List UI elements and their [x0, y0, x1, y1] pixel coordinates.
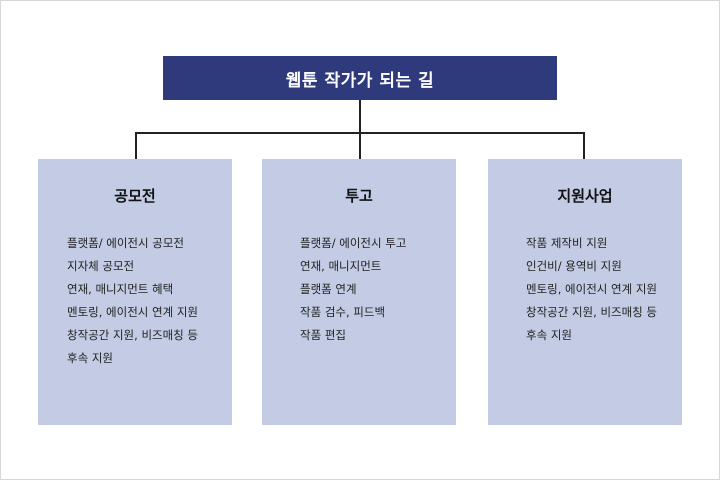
branch-item: 후속 지원: [526, 328, 572, 342]
branch-item: 지자체 공모전: [67, 259, 135, 273]
branch-item: 작품 제작비 지원: [526, 236, 608, 250]
branch-title: 공모전: [114, 187, 156, 205]
branch-title: 지원사업: [557, 187, 613, 205]
branch-box-submission: 투고 플랫폼/ 에이전시 투고 연재, 매니지먼트 플랫폼 연계 작품 검수, …: [262, 159, 456, 425]
branch-title: 투고: [345, 187, 373, 205]
branch-item: 인건비/ 용역비 지원: [526, 259, 622, 273]
branch-item: 작품 검수, 피드백: [300, 305, 386, 319]
connector-center-drop: [359, 132, 361, 159]
branch-box-support-program: 지원사업 작품 제작비 지원 인건비/ 용역비 지원 멘토링, 에이전시 연계 …: [488, 159, 682, 425]
connector-right-drop: [583, 132, 585, 159]
branch-item: 멘토링, 에이전시 연계 지원: [67, 305, 199, 319]
root-title: 웹툰 작가가 되는 길: [285, 70, 435, 91]
branch-item-list: 플랫폼/ 에이전시 공모전 지자체 공모전 연재, 매니지먼트 혜택 멘토링, …: [67, 232, 198, 370]
connector-root-stem: [359, 100, 361, 133]
branch-item-list: 플랫폼/ 에이전시 투고 연재, 매니지먼트 플랫폼 연계 작품 검수, 피드백…: [300, 232, 406, 347]
branch-item: 플랫폼/ 에이전시 투고: [300, 236, 407, 250]
branch-item: 창작공간 지원, 비즈매칭 등: [67, 328, 199, 342]
branch-item: 플랫폼 연계: [300, 282, 357, 296]
branch-box-contest: 공모전 플랫폼/ 에이전시 공모전 지자체 공모전 연재, 매니지먼트 혜택 멘…: [38, 159, 232, 425]
root-node: 웹툰 작가가 되는 길: [163, 56, 557, 100]
branch-item: 작품 편집: [300, 328, 346, 342]
branch-item: 멘토링, 에이전시 연계 지원: [526, 282, 658, 296]
branch-item: 연재, 매니지먼트 혜택: [67, 282, 174, 296]
branch-item: 후속 지원: [67, 351, 113, 365]
connector-left-drop: [135, 132, 137, 159]
branch-item-list: 작품 제작비 지원 인건비/ 용역비 지원 멘토링, 에이전시 연계 지원 창작…: [526, 232, 657, 347]
branch-item: 플랫폼/ 에이전시 공모전: [67, 236, 184, 250]
branch-item: 연재, 매니지먼트: [300, 259, 382, 273]
branch-item: 창작공간 지원, 비즈매칭 등: [526, 305, 658, 319]
